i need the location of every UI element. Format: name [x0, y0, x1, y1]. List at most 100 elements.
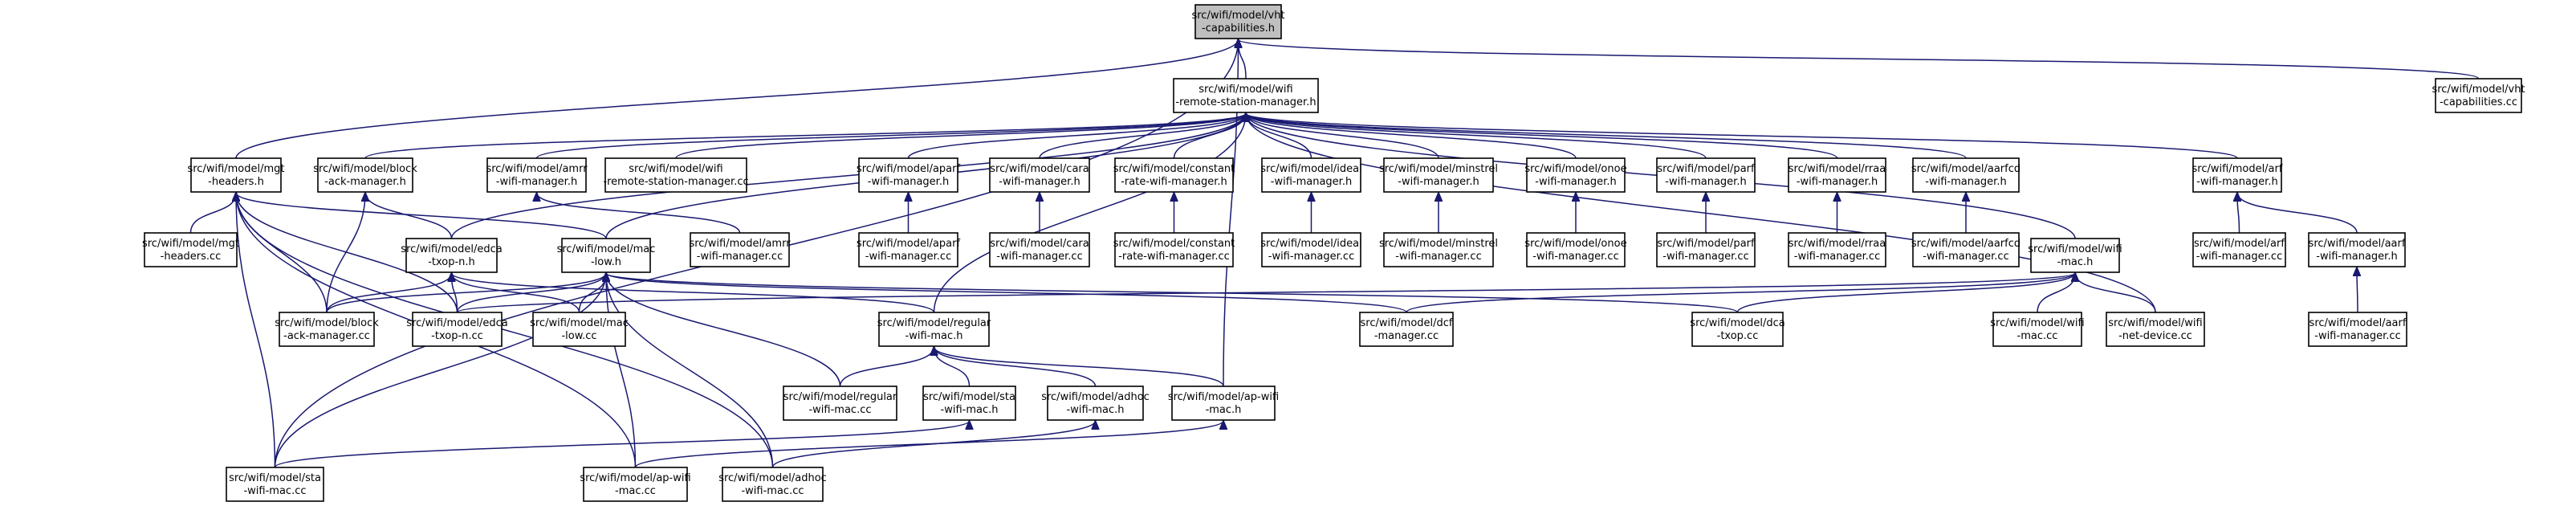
- file-node-box[interactable]: [1114, 157, 1234, 193]
- file-node-box[interactable]: [1047, 386, 1144, 421]
- file-node-edca-cc[interactable]: src/wifi/model/edca-txop-n.cc: [406, 312, 508, 347]
- file-node-aparf-cc[interactable]: src/wifi/model/aparf-wifi-manager.cc: [857, 232, 961, 267]
- file-node-aarfcd-cc[interactable]: src/wifi/model/aarfcd-wifi-manager.cc: [1911, 232, 2021, 267]
- file-node-parf-cc[interactable]: src/wifi/model/parf-wifi-manager.cc: [1656, 232, 1756, 267]
- file-node-box[interactable]: [1383, 232, 1494, 267]
- file-node-mgt-h[interactable]: src/wifi/model/mgt-headers.h: [187, 157, 285, 193]
- file-node-regular-cc[interactable]: src/wifi/model/regular-wifi-mac.cc: [783, 386, 897, 421]
- file-node-cara-h[interactable]: src/wifi/model/cara-wifi-manager.h: [989, 157, 1090, 193]
- file-node-vht-cap-h[interactable]: src/wifi/model/vht-capabilities.h: [1191, 4, 1285, 39]
- file-node-box[interactable]: [1656, 157, 1756, 193]
- file-node-box[interactable]: [604, 157, 747, 193]
- file-node-box[interactable]: [2030, 238, 2120, 273]
- file-node-arf-cc[interactable]: src/wifi/model/arf-wifi-manager.cc: [2192, 232, 2286, 267]
- file-node-aarfcd-h[interactable]: src/wifi/model/aarfcd-wifi-manager.h: [1911, 157, 2021, 193]
- file-node-box[interactable]: [2308, 312, 2407, 347]
- file-node-dca-cc[interactable]: src/wifi/model/dca-txop.cc: [1690, 312, 1785, 347]
- file-node-onoe-h[interactable]: src/wifi/model/onoe-wifi-manager.h: [1524, 157, 1627, 193]
- file-node-adhoc-cc[interactable]: src/wifi/model/adhoc-wifi-mac.cc: [718, 467, 827, 502]
- file-node-rsm-h[interactable]: src/wifi/model/wifi-remote-station-manag…: [1173, 78, 1319, 113]
- file-node-label-line: src/wifi/model/onoe: [1524, 163, 1626, 175]
- file-node-box[interactable]: [1359, 312, 1454, 347]
- file-node-box[interactable]: [1171, 386, 1276, 421]
- file-node-minstrel-h[interactable]: src/wifi/model/minstrel-wifi-manager.h: [1379, 157, 1498, 193]
- file-node-box[interactable]: [858, 157, 958, 193]
- file-node-box[interactable]: [1912, 232, 2020, 267]
- file-node-aparf-h[interactable]: src/wifi/model/aparf-wifi-manager.h: [857, 157, 961, 193]
- file-node-box[interactable]: [2192, 157, 2282, 193]
- file-node-adhoc-h[interactable]: src/wifi/model/adhoc-wifi-mac.h: [1041, 386, 1150, 421]
- file-node-mgt-cc[interactable]: src/wifi/model/mgt-headers.cc: [142, 232, 239, 267]
- file-node-block-cc[interactable]: src/wifi/model/block-ack-manager.cc: [275, 312, 379, 347]
- file-node-block-h[interactable]: src/wifi/model/block-ack-manager.h: [313, 157, 417, 193]
- file-node-rraa-cc[interactable]: src/wifi/model/rraa-wifi-manager.cc: [1788, 232, 1886, 267]
- file-node-amrr-h[interactable]: src/wifi/model/amrr-wifi-manager.h: [486, 157, 588, 193]
- file-node-box[interactable]: [1173, 78, 1319, 113]
- file-node-box[interactable]: [722, 467, 824, 502]
- file-node-box[interactable]: [858, 232, 958, 267]
- file-node-box[interactable]: [405, 238, 498, 273]
- file-node-aarf-h[interactable]: src/wifi/model/aarf-wifi-manager.h: [2308, 232, 2406, 267]
- file-node-parf-h[interactable]: src/wifi/model/parf-wifi-manager.h: [1656, 157, 1756, 193]
- file-node-box[interactable]: [922, 386, 1016, 421]
- file-node-box[interactable]: [279, 312, 375, 347]
- file-node-sta-h[interactable]: src/wifi/model/sta-wifi-mac.h: [922, 386, 1016, 421]
- file-node-dcf-cc[interactable]: src/wifi/model/dcf-manager.cc: [1359, 312, 1454, 347]
- file-node-rraa-h[interactable]: src/wifi/model/rraa-wifi-manager.h: [1788, 157, 1886, 193]
- file-node-box[interactable]: [1656, 232, 1756, 267]
- file-node-box[interactable]: [2106, 312, 2205, 347]
- file-node-box[interactable]: [532, 312, 626, 347]
- file-node-box[interactable]: [561, 238, 651, 273]
- file-node-ap-h[interactable]: src/wifi/model/ap-wifi-mac.h: [1168, 386, 1279, 421]
- file-node-box[interactable]: [1114, 232, 1234, 267]
- file-node-ideal-h[interactable]: src/wifi/model/ideal-wifi-manager.h: [1260, 157, 1362, 193]
- file-node-vht-cap-cc[interactable]: src/wifi/model/vht-capabilities.cc: [2432, 78, 2525, 113]
- file-node-box[interactable]: [783, 386, 897, 421]
- file-node-box[interactable]: [2192, 232, 2286, 267]
- file-node-netdev-cc[interactable]: src/wifi/model/wifi-net-device.cc: [2106, 312, 2205, 347]
- file-node-aarf-cc[interactable]: src/wifi/model/aarf-wifi-manager.cc: [2308, 312, 2407, 347]
- file-node-box[interactable]: [1691, 312, 1784, 347]
- file-node-box[interactable]: [1194, 4, 1282, 39]
- file-node-box[interactable]: [583, 467, 688, 502]
- file-node-constant-h[interactable]: src/wifi/model/constant-rate-wifi-manage…: [1113, 157, 1235, 193]
- file-node-box[interactable]: [989, 232, 1090, 267]
- file-node-box[interactable]: [1261, 157, 1361, 193]
- file-node-box[interactable]: [878, 312, 990, 347]
- file-node-amrr-cc[interactable]: src/wifi/model/amrr-wifi-manager.cc: [689, 232, 791, 267]
- file-node-sta-cc[interactable]: src/wifi/model/sta-wifi-mac.cc: [226, 467, 324, 502]
- file-node-box[interactable]: [486, 157, 587, 193]
- file-node-box[interactable]: [1788, 232, 1886, 267]
- file-node-box[interactable]: [317, 157, 413, 193]
- file-node-box[interactable]: [1912, 157, 2020, 193]
- file-node-box[interactable]: [412, 312, 503, 347]
- file-node-cara-cc[interactable]: src/wifi/model/cara-wifi-manager.cc: [989, 232, 1090, 267]
- file-node-ideal-cc[interactable]: src/wifi/model/ideal-wifi-manager.cc: [1260, 232, 1362, 267]
- file-node-wifimac-cc[interactable]: src/wifi/model/wifi-mac.cc: [1990, 312, 2085, 347]
- file-node-minstrel-cc[interactable]: src/wifi/model/minstrel-wifi-manager.cc: [1379, 232, 1498, 267]
- file-node-rsm-cc[interactable]: src/wifi/model/wifi-remote-station-manag…: [603, 157, 749, 193]
- file-node-onoe-cc[interactable]: src/wifi/model/onoe-wifi-manager.cc: [1524, 232, 1627, 267]
- file-node-edca-h[interactable]: src/wifi/model/edca-txop-n.h: [401, 238, 503, 273]
- file-node-box[interactable]: [1526, 157, 1626, 193]
- file-node-box[interactable]: [1383, 157, 1494, 193]
- file-node-maclow-h[interactable]: src/wifi/model/mac-low.h: [557, 238, 656, 273]
- file-node-box[interactable]: [2308, 232, 2406, 267]
- file-node-box[interactable]: [1992, 312, 2082, 347]
- file-node-constant-cc[interactable]: src/wifi/model/constant-rate-wifi-manage…: [1113, 232, 1235, 267]
- file-node-label-line: src/wifi/model/aparf: [857, 163, 961, 175]
- file-node-box[interactable]: [1526, 232, 1626, 267]
- file-node-ap-cc[interactable]: src/wifi/model/ap-wifi-mac.cc: [580, 467, 691, 502]
- file-node-box[interactable]: [1788, 157, 1886, 193]
- file-node-maclow-cc[interactable]: src/wifi/model/mac-low.cc: [530, 312, 629, 347]
- file-node-box[interactable]: [226, 467, 324, 502]
- file-node-regular-h[interactable]: src/wifi/model/regular-wifi-mac.h: [877, 312, 991, 347]
- file-node-box[interactable]: [144, 232, 238, 267]
- file-node-arf-h[interactable]: src/wifi/model/arf-wifi-manager.h: [2192, 157, 2283, 193]
- file-node-box[interactable]: [989, 157, 1090, 193]
- file-node-box[interactable]: [2435, 78, 2522, 113]
- file-node-box[interactable]: [190, 157, 282, 193]
- file-node-wifimac-h[interactable]: src/wifi/model/wifi-mac.h: [2028, 238, 2122, 273]
- file-node-box[interactable]: [690, 232, 790, 267]
- file-node-box[interactable]: [1261, 232, 1361, 267]
